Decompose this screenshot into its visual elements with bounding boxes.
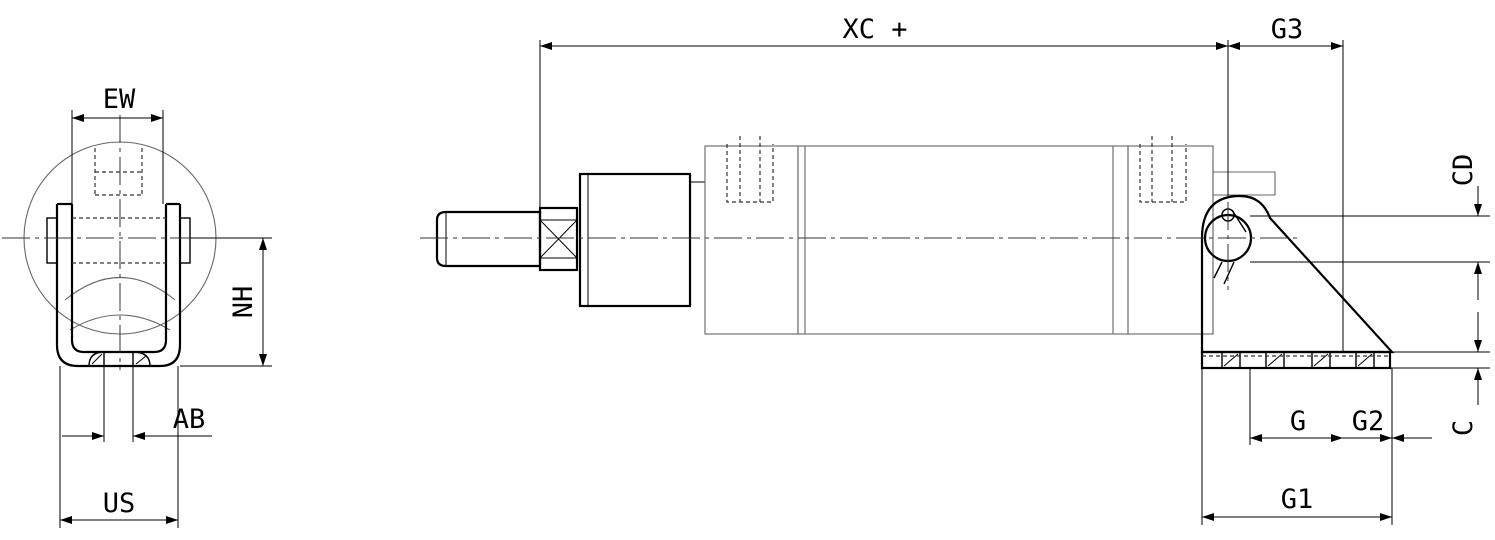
xc-label: XC + [842, 14, 907, 45]
rod-wrench-flat [538, 206, 579, 272]
clevis-bracket-inner [70, 204, 168, 354]
clevis-bracket-outer [55, 204, 182, 368]
hatch [1357, 353, 1373, 367]
base-hole [1311, 351, 1331, 369]
wrench-flat-cross [539, 219, 578, 259]
base-hole [1265, 351, 1285, 369]
hatch [1223, 353, 1239, 367]
mounting-bracket [1200, 194, 1395, 354]
pin-head-left [46, 217, 58, 264]
ew-label: EW [103, 84, 136, 115]
front-end-cap [704, 145, 799, 335]
rear-pivot-lug [1213, 171, 1276, 196]
cd-label: CD [1448, 154, 1479, 187]
base-hole [1221, 351, 1241, 369]
c-label: C [1448, 420, 1479, 436]
end-view-hidden-bore [94, 148, 143, 196]
g-label: G [1290, 406, 1306, 437]
side-view: XC + G3 CD C G G2 G1 [420, 14, 1490, 525]
us-label: US [103, 488, 136, 519]
front-nut [578, 172, 692, 308]
g2-label: G2 [1352, 406, 1385, 437]
rear-port-hidden [1139, 136, 1187, 203]
pin-head-right [179, 217, 191, 264]
nh-label: NH [228, 286, 259, 319]
piston-rod [435, 210, 542, 268]
mounting-hole-left [88, 351, 105, 367]
mounting-hole-right [132, 351, 151, 367]
front-port-hidden [726, 136, 774, 203]
hatch [135, 355, 147, 365]
end-view-inner-arc-2 [69, 314, 171, 331]
g3-label: G3 [1271, 14, 1304, 45]
mounting-bracket-base [1200, 350, 1392, 370]
base-holes [1202, 351, 1390, 369]
cylinder-barrel [797, 145, 1129, 335]
rear-end-cap [1127, 145, 1214, 335]
base-hole [1355, 351, 1375, 369]
hatch [1313, 353, 1329, 367]
cotter-pin [1213, 209, 1247, 285]
hatch [91, 353, 103, 365]
g1-label: G1 [1281, 484, 1314, 515]
end-view: EW NH AB US [2, 84, 272, 528]
